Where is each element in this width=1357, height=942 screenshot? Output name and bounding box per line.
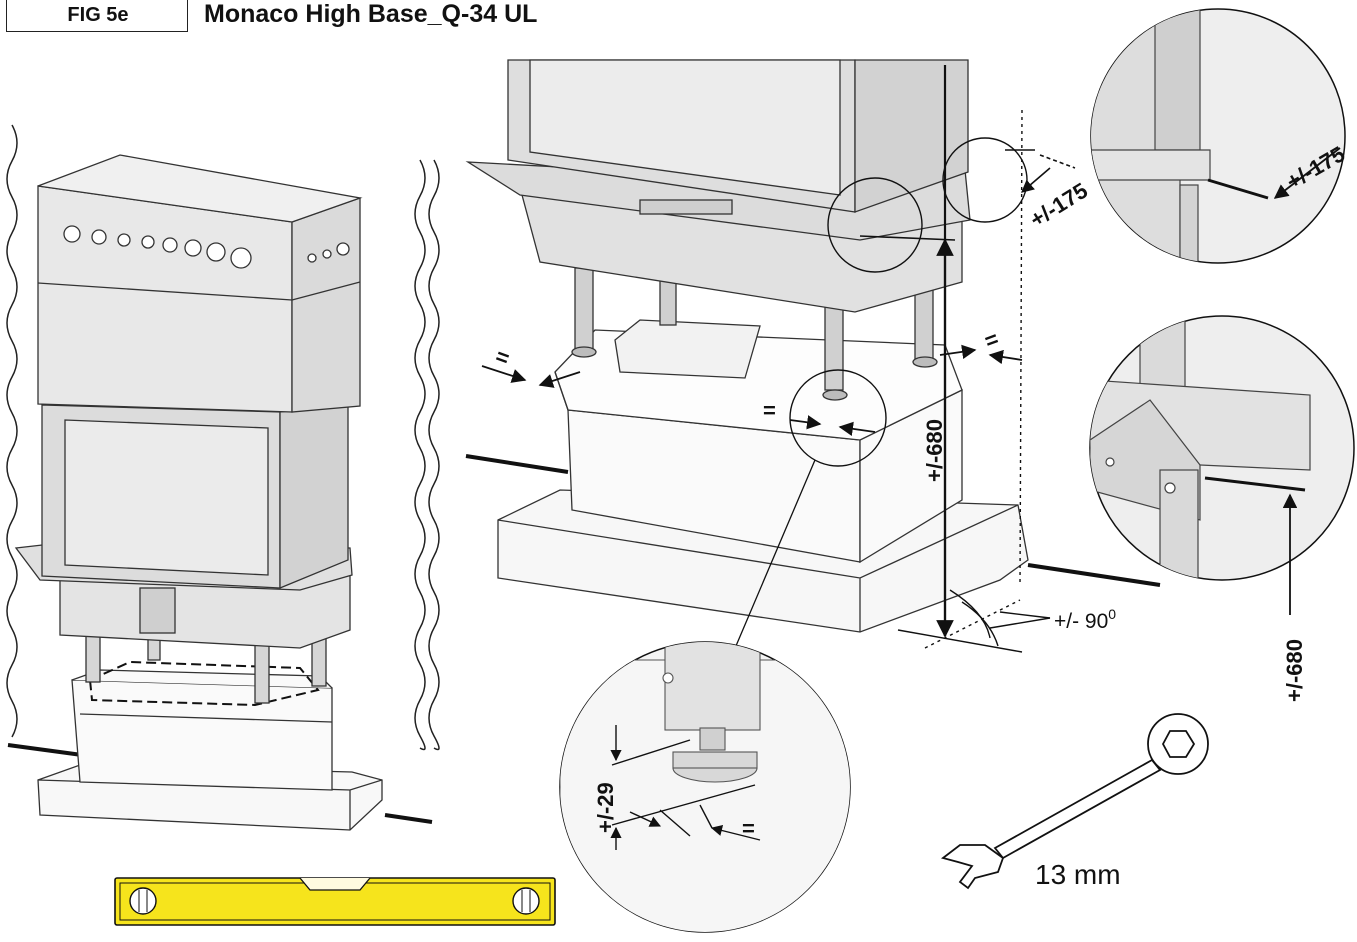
angle-degree: 0 bbox=[1108, 606, 1116, 622]
width-dimension-top bbox=[1005, 149, 1076, 193]
equal-label-leg: = bbox=[763, 398, 776, 423]
width-label-top: +/-175 bbox=[1025, 178, 1092, 233]
wrench-icon bbox=[940, 713, 1209, 890]
angle-label: +/- 900 bbox=[1054, 606, 1116, 633]
height-label-detail: +/-680 bbox=[1282, 639, 1307, 702]
spirit-level-icon bbox=[114, 877, 556, 926]
height-label-main: +/-680 bbox=[922, 419, 947, 482]
figure-title: Monaco High Base_Q-34 UL bbox=[204, 0, 538, 28]
detail-circle-mid-right bbox=[1089, 315, 1355, 615]
wall-right-wavy bbox=[414, 159, 426, 751]
equal-label-left: = bbox=[492, 343, 513, 371]
figure-label: FIG 5e bbox=[67, 4, 129, 26]
detail-circle-top-right bbox=[1090, 8, 1346, 264]
center-fireplace-assembly bbox=[465, 59, 1161, 661]
equal-dimension-markers bbox=[481, 344, 1023, 436]
wall-left-wavy bbox=[6, 124, 18, 738]
wrench-size-label: 13 mm bbox=[1035, 859, 1121, 890]
foot-height-label: +/-29 bbox=[593, 782, 618, 833]
left-fireplace-assembly bbox=[6, 124, 440, 831]
equal-label-foot: = bbox=[742, 816, 755, 841]
equal-label-right: = bbox=[981, 326, 1002, 354]
angle-dimension bbox=[897, 589, 1051, 653]
figure-label-box: FIG 5e bbox=[6, 0, 188, 32]
detail-circle-foot bbox=[559, 641, 851, 933]
